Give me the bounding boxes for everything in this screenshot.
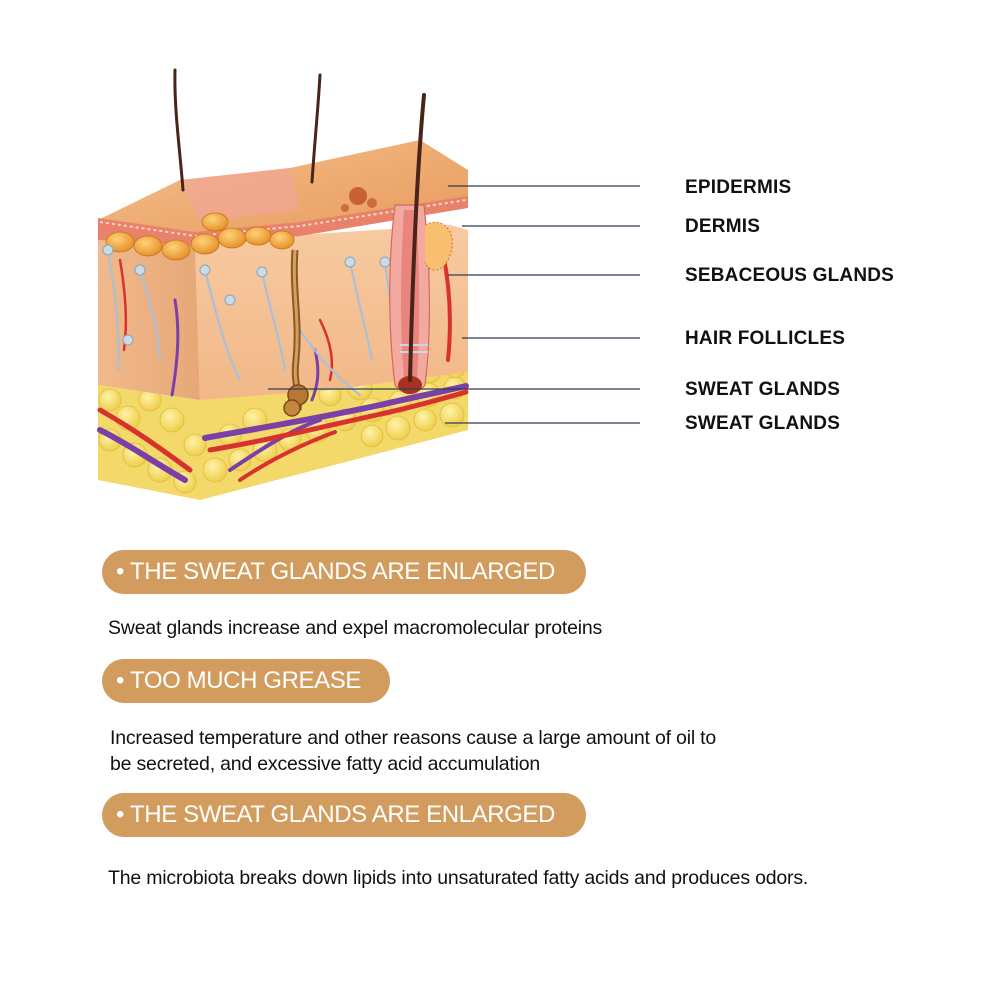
orange-adipose-cluster <box>105 212 295 261</box>
section-heading-sweat-glands-enlarged-2: •THE SWEAT GLANDS ARE ENLARGED <box>102 793 586 837</box>
bullet-icon: • <box>116 667 125 694</box>
bullet-icon: • <box>116 558 125 585</box>
sweat-gland-duct <box>283 249 309 417</box>
section-heading-too-much-grease: •TOO MUCH GREASE <box>102 659 390 703</box>
section-heading-text: THE SWEAT GLANDS ARE ENLARGED <box>130 801 555 828</box>
nerve-endings <box>102 244 391 346</box>
label-epidermis: EPIDERMIS <box>685 177 792 198</box>
dermis-side-face <box>98 240 200 400</box>
bullet-icon: • <box>116 801 125 828</box>
nerve-fibers <box>106 248 402 397</box>
veins <box>97 298 469 483</box>
label-dermis: DERMIS <box>685 216 761 237</box>
hair-strands <box>173 68 426 382</box>
label-hair-follicles: HAIR FOLLICLES <box>685 328 846 349</box>
label-sweat-glands: SWEAT GLANDS <box>685 379 841 400</box>
section-heading-text: TOO MUCH GREASE <box>130 667 361 694</box>
section-description: The microbiota breaks down lipids into u… <box>108 867 809 889</box>
section-description: Sweat glands increase and expel macromol… <box>108 617 603 639</box>
skin-cross-section-illustration <box>97 68 640 500</box>
section-description-line-2: be secreted, and excessive fatty acid ac… <box>110 753 541 775</box>
leader-lines <box>268 185 640 424</box>
section-heading-text: THE SWEAT GLANDS ARE ENLARGED <box>130 558 555 585</box>
section-heading-sweat-glands-enlarged: •THE SWEAT GLANDS ARE ENLARGED <box>102 550 586 594</box>
label-sebaceous-glands: SEBACEOUS GLANDS <box>685 265 895 286</box>
hair-follicle <box>389 204 453 394</box>
section-description-line-1: Increased temperature and other reasons … <box>110 727 717 749</box>
label-sweat-glands-2: SWEAT GLANDS <box>685 413 841 434</box>
epidermis-layer <box>98 140 468 246</box>
